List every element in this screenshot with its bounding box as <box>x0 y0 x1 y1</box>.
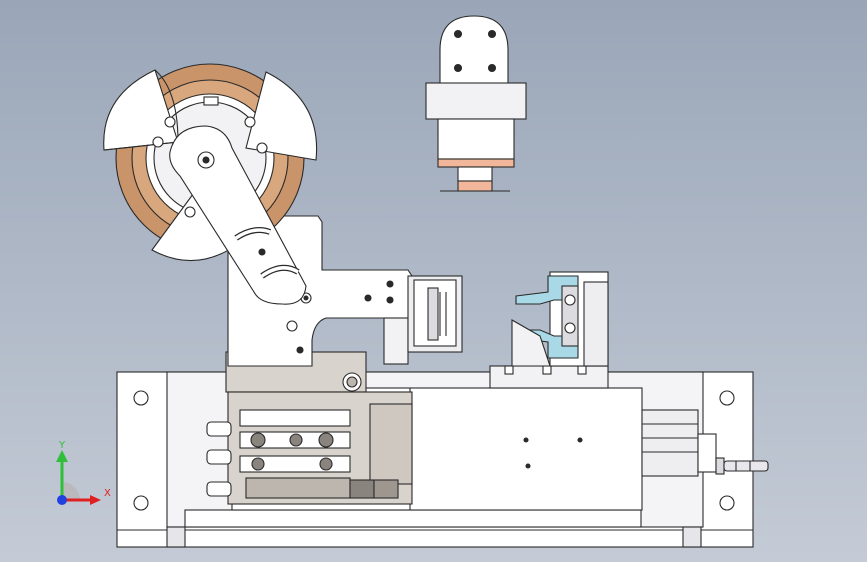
x-axis-label: X <box>104 488 111 499</box>
tape-guide-block[interactable] <box>407 275 463 353</box>
suction-head[interactable] <box>425 15 527 192</box>
coordinate-triad: Y X <box>56 440 111 505</box>
cylinder-rod-assembly[interactable] <box>641 409 769 477</box>
y-axis-label: Y <box>58 440 66 451</box>
swing-arm[interactable] <box>169 125 307 305</box>
gripper-assembly[interactable] <box>511 271 609 367</box>
